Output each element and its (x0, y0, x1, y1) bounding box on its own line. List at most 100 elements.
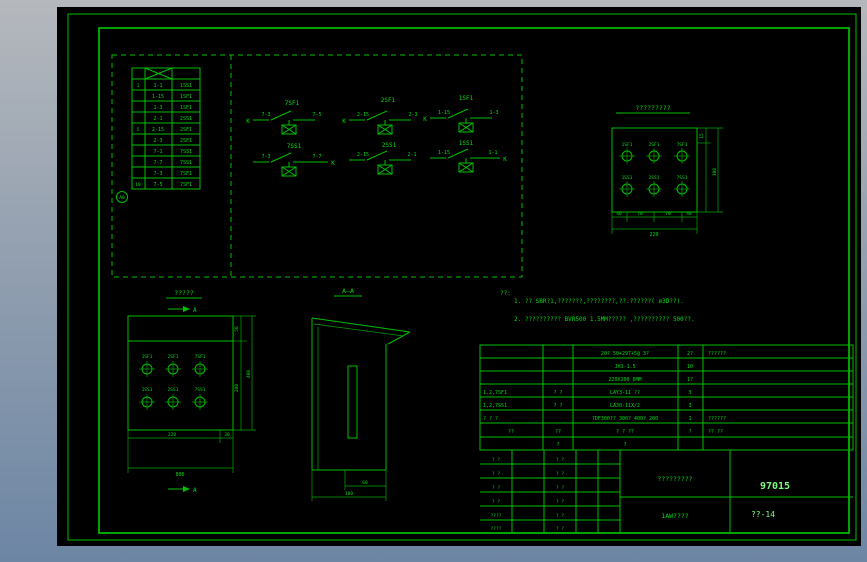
bom-cell: ?? (508, 429, 514, 435)
dim-text: 100 (712, 168, 718, 176)
titleblock-cell: ???? (491, 513, 502, 519)
button-label: 1SS1 (142, 387, 153, 393)
terminal-number: 1-15 (152, 94, 164, 100)
device-label: 1SS1 (459, 140, 474, 147)
dim-text: 220 (168, 432, 176, 438)
button-label: 2SS1 (649, 175, 660, 181)
dim-text: 100 (345, 491, 353, 497)
terminal-ref: 2-15 (357, 152, 369, 158)
dim-text: 70 (665, 211, 671, 217)
bom-cell: ?????? (708, 351, 726, 357)
ref-badge: A0 (119, 195, 125, 201)
button-label: 2SF1 (649, 142, 660, 148)
terminal-number: 7-5 (153, 182, 162, 188)
terminal-number: 7-1 (153, 149, 162, 155)
section-arrow (183, 486, 190, 492)
dim-text: 200 (234, 384, 240, 392)
terminal-number: 1-1 (153, 83, 162, 89)
terminal-label: 1SF1 (180, 105, 192, 111)
bom-cell: 1,2,7SS1 (483, 403, 507, 409)
titleblock-cell: ? ? (556, 457, 564, 463)
button-label: 1SF1 (622, 142, 633, 148)
bom-cell: 3 (688, 403, 691, 409)
button-label: 2SS1 (168, 387, 179, 393)
bom-cell: JH1-1.5 (614, 364, 635, 370)
dim-text: 70 (637, 211, 643, 217)
titleblock-cell: ? ? (492, 499, 500, 505)
terminal-ref: 1-1 (488, 150, 497, 156)
section-letter: A (193, 487, 197, 494)
dim-text: 15 (699, 133, 705, 139)
dim-text: 40 (686, 211, 692, 217)
terminal-ref: 2-1 (407, 152, 416, 158)
terminal-ref: 7-3 (261, 112, 270, 118)
bom-cell: ? ? ?? (616, 429, 634, 435)
bom-cell: 1? (687, 377, 693, 383)
note-line: 2. ?????????? BVR500 1.5MM????? ,???????… (514, 316, 695, 323)
terminal-label: 2SF1 (180, 127, 192, 133)
device-label: 2SS1 (382, 142, 397, 149)
button-label: 1SS1 (622, 175, 633, 181)
terminal-label: 7SS1 (180, 160, 192, 166)
bom-cell: ? ? (553, 390, 562, 396)
device-label: 2SF1 (381, 97, 396, 104)
titleblock-cell: ? ? (492, 485, 500, 491)
bom-table: 20? 50+297+5@ 3? 2? ?????? JH1-1.5 10 22… (479, 344, 854, 451)
bom-cell: LAY3-11 ?? (610, 390, 640, 396)
section-letter: A (193, 307, 197, 314)
titleblock-cell: ? ? (556, 499, 564, 505)
view-title: ????????? (635, 104, 670, 112)
terminal-label: 2SS1 (180, 116, 192, 122)
bom-cell: ? ? ? (483, 416, 498, 422)
terminal-label: 7SS1 (180, 149, 192, 155)
terminal-ref: 2-15 (357, 112, 369, 118)
notes: ??: 1. ?? SBR?1,???????,????????,??.????… (500, 290, 695, 323)
terminal-number: 7-3 (153, 171, 162, 177)
dim-text: 30 (224, 432, 230, 438)
terminal-label: 1SS1 (180, 83, 192, 89)
titleblock-cell: ? ? (556, 485, 564, 491)
switch-contact-group: 1SF1 K 1-15 1-3 1SS1 1-15 1-1 K (423, 95, 507, 173)
dim-text: 800 (175, 472, 184, 478)
terminal-ref: 7-7 (312, 154, 321, 160)
button-label: 1SF1 (142, 354, 153, 360)
titleblock-cell: ? ? (556, 513, 564, 519)
note-line: 1. ?? SBR?1,???????,????????,??.??????( … (514, 298, 684, 305)
bom-cell: ? (556, 442, 559, 448)
terminal-label: 7SF1 (180, 182, 192, 188)
bom-cell: 220X200 6MM (608, 377, 641, 383)
drawing-title: 1AW???? (661, 512, 688, 520)
title-block: ? ? ? ? ? ? ? ? ? ? ? ? ? ? ? ? ???? ? ?… (480, 450, 853, 533)
terminal-ref: 1-15 (438, 110, 450, 116)
project-title: ????????? (657, 475, 692, 483)
wire-label: K (246, 118, 250, 125)
terminal-number: 7-7 (153, 160, 162, 166)
bom-cell: ? ? (553, 403, 562, 409)
terminal-ref: 7-5 (312, 112, 321, 118)
terminal-strip: 1 5 10 1-1 1SS1 1-15 1SF1 1-3 1SF1 2-1 2… (116, 67, 201, 203)
dim-text: 40 (616, 211, 622, 217)
terminal-ref: 2-3 (408, 112, 417, 118)
wire-label: K (503, 156, 507, 163)
device-label: 7SS1 (287, 143, 302, 150)
bom-cell: 10 (687, 364, 693, 370)
terminal-number: 1-3 (153, 105, 162, 111)
strip-index: 1 (137, 83, 140, 89)
bom-cell: 1,2,7SF1 (483, 390, 507, 396)
bom-cell: ? (623, 442, 626, 448)
wire-label: K (423, 116, 427, 123)
dim-text: 220 (649, 232, 658, 238)
button-label: 7SF1 (677, 142, 688, 148)
strip-index: 5 (137, 127, 140, 133)
wire-label: K (342, 118, 346, 125)
terminal-number: 2-3 (153, 138, 162, 144)
terminal-label: 1SF1 (180, 94, 192, 100)
terminal-number: 2-15 (152, 127, 164, 133)
strip-index: 10 (135, 182, 141, 188)
terminal-label: 2SF1 (180, 138, 192, 144)
drawing-code: 97015 (760, 481, 790, 492)
switch-contact-group: 2SF1 K 2-15 2-3 2SS1 2-15 2-1 (342, 97, 418, 175)
terminal-ref: 1-15 (438, 150, 450, 156)
schematic-boundary (111, 54, 523, 278)
